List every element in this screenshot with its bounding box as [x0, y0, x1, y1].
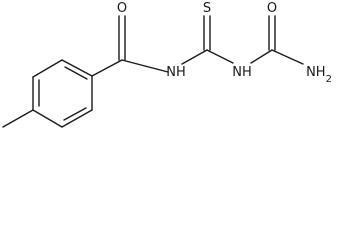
- ring-bond-e: [61, 109, 93, 128]
- bond-thio-nh2: [206, 49, 234, 64]
- atom-label-nh2: NH2: [306, 65, 332, 85]
- ring-double-2: [64, 66, 88, 80]
- bond-carbonyl-nh1: [121, 59, 169, 73]
- bond-methyl: [2, 109, 34, 128]
- bond-carbonyl-nh2: [271, 49, 304, 65]
- ring-bond-f: [32, 109, 63, 128]
- atom-label-nh-1: NH: [166, 65, 186, 80]
- ring-bond-c: [61, 59, 93, 77]
- ring-double-3: [63, 107, 87, 121]
- bond-nh1-thio: [181, 49, 208, 65]
- ring-bond-b: [32, 59, 63, 78]
- structure-diagram: O S O NH NH NH2: [2, 1, 332, 128]
- atom-label-o1: O: [117, 1, 127, 16]
- bond-nh2-carbonyl: [250, 49, 273, 64]
- atom-label-o2: O: [267, 1, 277, 16]
- benzene-ring: [32, 59, 93, 128]
- bond-ring-carbonyl: [91, 59, 123, 77]
- atom-label-s: S: [203, 1, 211, 16]
- molecule-drawing: O S O NH NH NH2: [2, 1, 332, 128]
- atom-label-nh-2: NH: [232, 65, 252, 80]
